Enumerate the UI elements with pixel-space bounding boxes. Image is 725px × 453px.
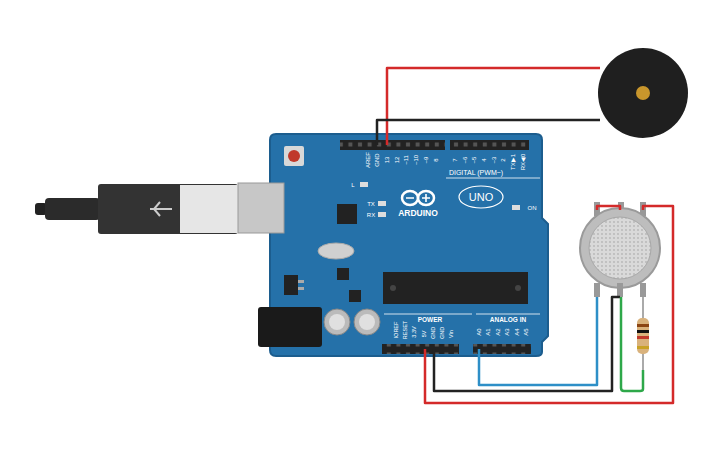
board-label: TX: [367, 201, 375, 207]
pin-label: RESET: [403, 321, 409, 339]
pin-label: 13: [384, 157, 390, 164]
pin-label: ~6: [462, 157, 468, 164]
pin-label: Vin: [449, 330, 455, 338]
board-label: ARDUINO: [398, 209, 438, 218]
board-label: POWER: [418, 317, 443, 324]
pin-label: A0: [476, 328, 482, 335]
pin-label: AREF: [365, 152, 371, 168]
pin-label: IOREF: [394, 322, 400, 339]
pin-label: 3.3V: [412, 326, 418, 337]
gas-sensor: [580, 202, 660, 297]
pin-label: 7: [452, 158, 458, 161]
pin-label: RX◀0: [520, 154, 526, 171]
pin-label: A1: [485, 328, 491, 335]
pin-label: A4: [514, 328, 520, 335]
piezo-buzzer: [598, 48, 688, 138]
pin-label: ~11: [403, 155, 409, 165]
pin-label: GND: [374, 153, 380, 166]
pin-label: TX▶1: [510, 154, 516, 170]
board-label: L: [351, 182, 354, 188]
pin-label: ~3: [491, 157, 497, 164]
pin-label: 5V: [422, 331, 428, 338]
resistor-symbol: [637, 297, 649, 370]
pin-label: ~5: [471, 157, 477, 164]
board-label: RX: [367, 212, 375, 218]
pin-label: ~10: [413, 155, 419, 165]
board-label: DIGITAL (PWM~): [449, 169, 503, 176]
pin-label: GND: [431, 327, 437, 339]
pin-label: 8: [433, 158, 439, 161]
board-label: ON: [528, 205, 537, 211]
board-label: UNO: [469, 192, 493, 203]
arduino-board: [238, 134, 548, 356]
board-label: ANALOG IN: [490, 317, 526, 324]
pin-label: A5: [523, 328, 529, 335]
usb-cable: [35, 184, 238, 234]
pin-label: 4: [481, 158, 487, 161]
pin-label: A2: [495, 328, 501, 335]
pin-label: 12: [394, 157, 400, 164]
pin-label: A3: [504, 328, 510, 335]
pin-label: GND: [440, 327, 446, 339]
pin-label: ~9: [423, 157, 429, 164]
wires: [377, 68, 673, 403]
pin-label: 2: [500, 158, 506, 161]
